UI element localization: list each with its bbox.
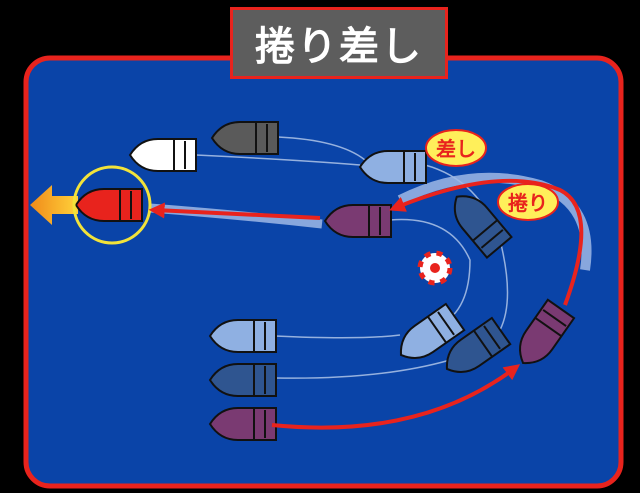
diagram-title: 捲り差し [230, 7, 448, 79]
label-makuri: 捲り [497, 183, 559, 221]
buoy-icon [417, 250, 453, 286]
sashi-arrow [389, 178, 584, 306]
boat-dark-blue [209, 363, 277, 397]
boat-white [129, 138, 197, 172]
svg-text:捲り: 捲り [508, 191, 548, 215]
boat-gray [211, 121, 279, 155]
boat-light-blue [359, 150, 427, 184]
direction-arrow [30, 185, 78, 225]
boat-purple [209, 407, 277, 441]
boat-red-leader [75, 188, 143, 222]
finish-arrow [148, 202, 321, 220]
boat-light-blue [209, 319, 277, 353]
svg-text:差し: 差し [436, 137, 476, 161]
label-sashi: 差し [425, 129, 487, 167]
makuri-arrow [271, 364, 521, 430]
water-area [23, 55, 624, 489]
boat-purple [324, 204, 392, 238]
